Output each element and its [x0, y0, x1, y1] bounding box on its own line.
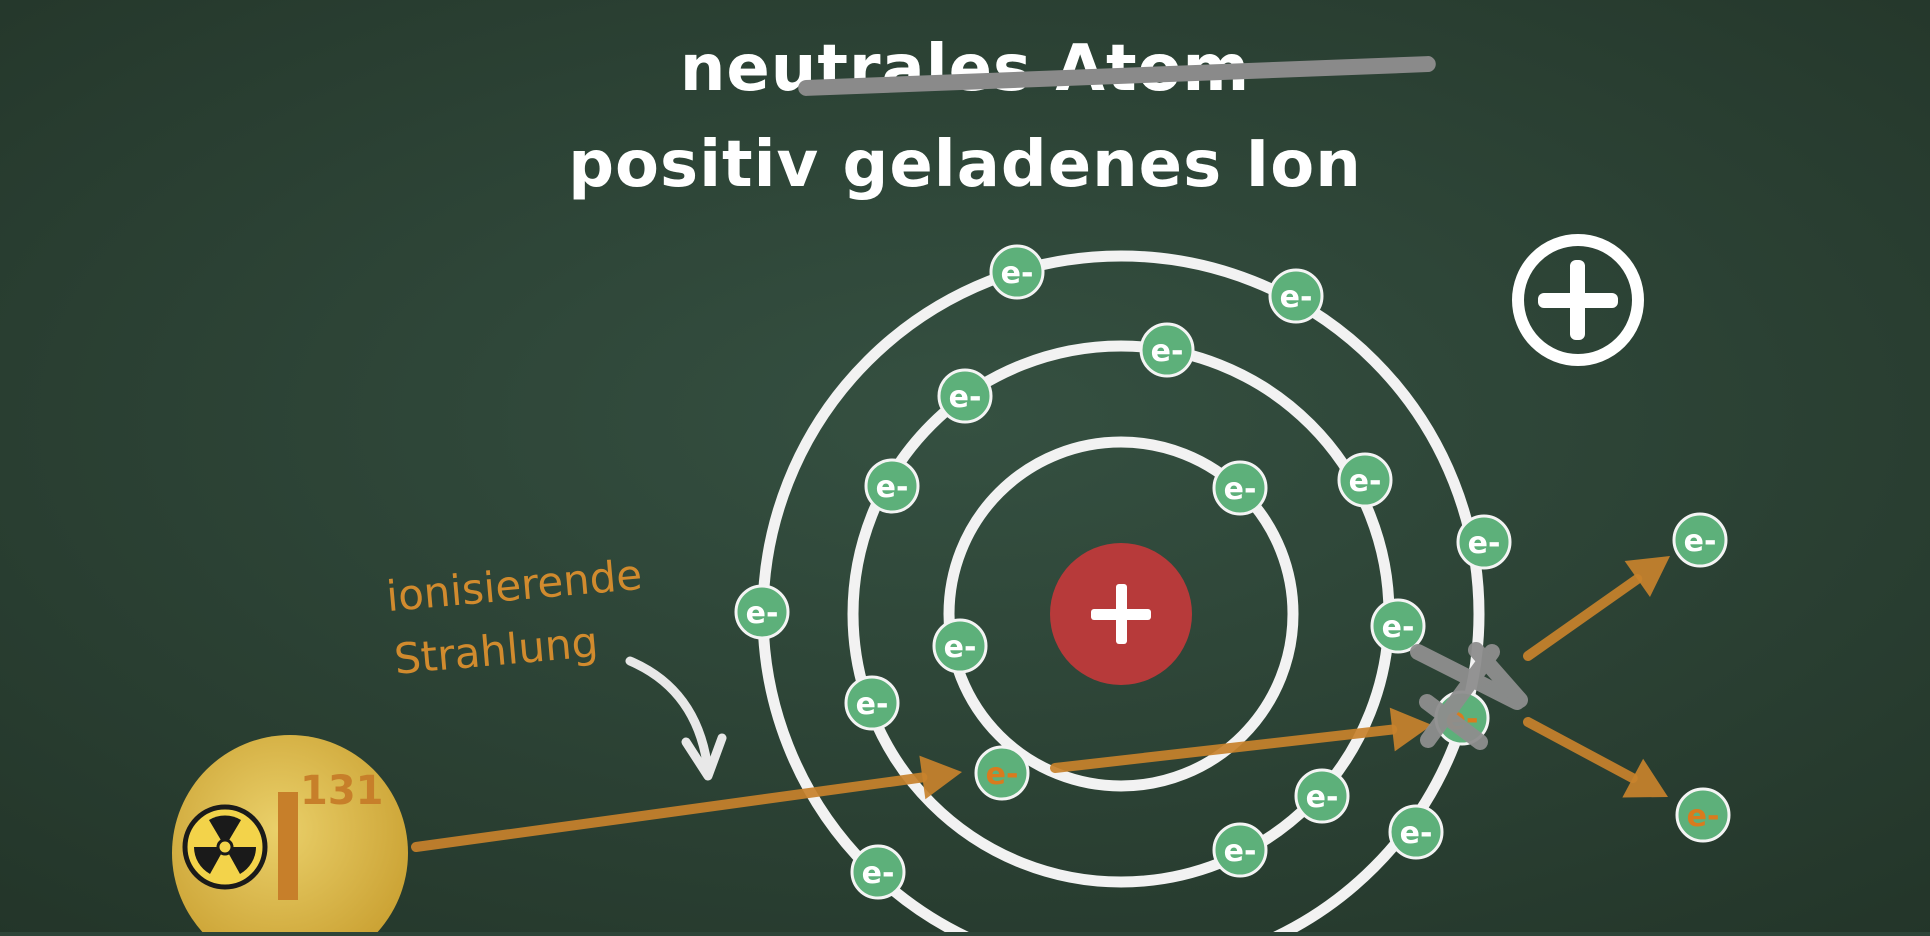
- electron: e-: [989, 244, 1045, 300]
- electron-label: e-: [876, 470, 909, 505]
- electron-label: e-: [856, 687, 889, 722]
- electron-label: e-: [1382, 610, 1415, 645]
- collision-cross-icon: [1410, 642, 1528, 750]
- electron-label: e-: [1306, 780, 1339, 815]
- electron-label: e-: [862, 856, 895, 891]
- electron-label: e-: [1280, 280, 1313, 315]
- electron: e-: [1370, 598, 1426, 654]
- electron: e-: [932, 618, 988, 674]
- electron: e-: [974, 745, 1030, 801]
- electron-label: e-: [1400, 816, 1433, 851]
- positive-charge-icon: [1512, 234, 1644, 366]
- radiation-trefoil-icon: [182, 804, 268, 890]
- electron-label: e-: [986, 757, 1019, 792]
- electron: e-: [1337, 452, 1393, 508]
- electron: e-: [734, 584, 790, 640]
- electron: e-: [937, 368, 993, 424]
- radiation-arrow-middle: [1050, 707, 1432, 773]
- electron: e-: [1268, 268, 1324, 324]
- nucleus: [1050, 543, 1192, 685]
- electron-label: e-: [944, 630, 977, 665]
- electron-label: e-: [1224, 472, 1257, 507]
- electron: e-: [850, 844, 906, 900]
- electron: e-: [1456, 514, 1512, 570]
- electron-label: e-: [949, 380, 982, 415]
- ion-title: positiv geladenes Ion: [568, 128, 1362, 202]
- radiation-arrow-out-lower: [1523, 717, 1668, 798]
- electron-label: e-: [1001, 256, 1034, 291]
- electron: e-: [1672, 512, 1728, 568]
- iodine-source: [172, 735, 408, 936]
- iodine-mass-number: 131: [300, 768, 384, 814]
- electrons: e-e-e-e-e-e-e-e-e-e-e-e-e-e-e-e-e-e-e-e-: [734, 244, 1731, 900]
- electron: e-: [864, 458, 920, 514]
- electron-label: e-: [1151, 334, 1184, 369]
- radiation-paths: [411, 556, 1670, 852]
- electron-label: e-: [1349, 464, 1382, 499]
- electron-label: e-: [1224, 834, 1257, 869]
- electron: e-: [1139, 322, 1195, 378]
- electron-label: e-: [1687, 799, 1720, 834]
- iodine-symbol-bar: [278, 792, 298, 900]
- electron-label: e-: [1468, 526, 1501, 561]
- radiation-arrow-out-upper: [1523, 556, 1670, 661]
- struck-title: neutrales Atom: [679, 32, 1251, 106]
- electron-label: e-: [1684, 524, 1717, 559]
- pointer-arrow-icon: [625, 656, 727, 781]
- electron: e-: [844, 675, 900, 731]
- electron: e-: [1294, 768, 1350, 824]
- electron: e-: [1212, 822, 1268, 878]
- electron: e-: [1212, 460, 1268, 516]
- radiation-arrow-incoming: [411, 755, 962, 852]
- shell-1: [943, 436, 1299, 792]
- electron-label: e-: [746, 596, 779, 631]
- electron: e-: [1675, 787, 1731, 843]
- electron: e-: [1388, 804, 1444, 860]
